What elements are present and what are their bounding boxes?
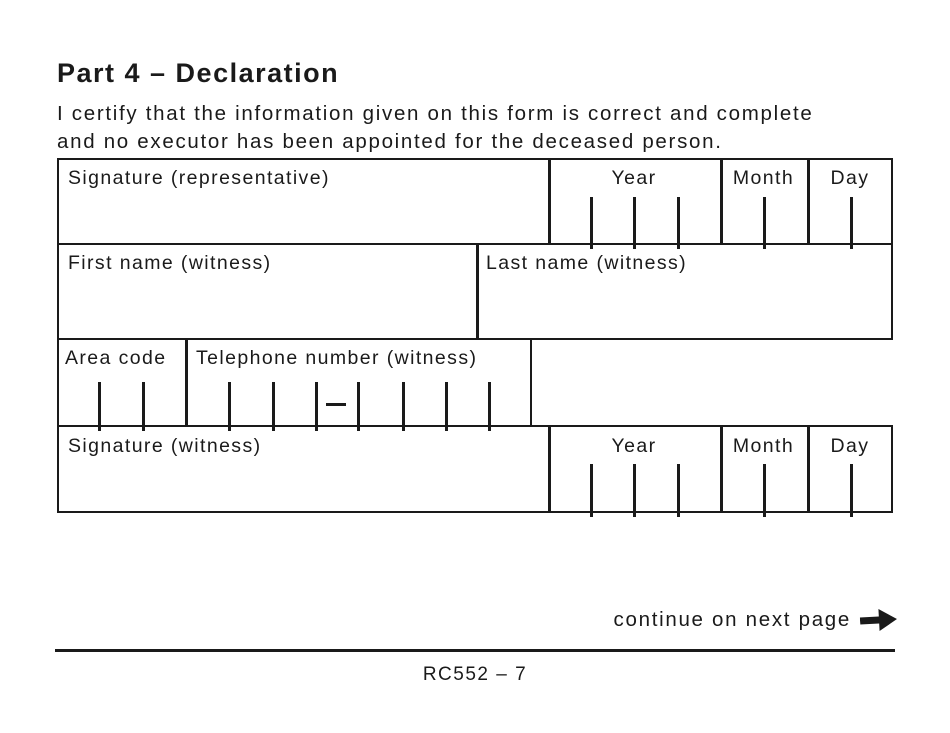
day-label: Day: [830, 435, 870, 457]
digit-tick: [677, 197, 680, 249]
digit-tick: [445, 382, 448, 431]
year-witness-field[interactable]: [551, 464, 717, 510]
divider: [720, 158, 723, 245]
day-label: Day: [830, 167, 870, 189]
month-label: Month: [732, 167, 795, 189]
first-name-label: First name (witness): [68, 252, 272, 274]
divider: [548, 425, 551, 513]
digit-tick: [677, 464, 680, 517]
row-signature-witness: [57, 425, 893, 513]
digit-tick: [357, 382, 360, 431]
divider: [476, 243, 479, 340]
digit-tick: [633, 464, 636, 517]
signature-representative-label: Signature (representative): [68, 167, 330, 189]
divider: [548, 158, 551, 245]
year-representative-field[interactable]: [551, 197, 717, 242]
digit-tick: [488, 382, 491, 431]
digit-tick: [850, 464, 853, 517]
month-witness-field[interactable]: [723, 464, 804, 510]
divider: [185, 338, 188, 427]
first-name-field[interactable]: [61, 276, 472, 336]
digit-tick: [98, 382, 101, 431]
signature-witness-label: Signature (witness): [68, 435, 262, 457]
month-representative-field[interactable]: [723, 197, 804, 242]
declaration-line-2: and no executor has been appointed for t…: [57, 130, 723, 153]
last-name-label: Last name (witness): [486, 252, 688, 274]
area-code-label: Area code: [65, 347, 167, 369]
digit-tick: [633, 197, 636, 249]
area-code-field[interactable]: [61, 381, 182, 424]
year-label: Year: [611, 435, 657, 457]
continue-note: continue on next page: [614, 607, 898, 633]
page-number: RC552 – 7: [422, 664, 528, 685]
phone-dash-separator: [326, 403, 346, 406]
day-representative-field[interactable]: [810, 197, 890, 242]
signature-representative-field[interactable]: [61, 192, 545, 242]
digit-tick: [228, 382, 231, 431]
declaration-text: I certify that the information given on …: [57, 100, 813, 156]
telephone-field[interactable]: [189, 381, 529, 424]
divider: [720, 425, 723, 513]
part4-heading: Part 4 – Declaration: [57, 58, 340, 88]
digit-tick: [590, 464, 593, 517]
telephone-label: Telephone number (witness): [196, 347, 478, 369]
digit-tick: [402, 382, 405, 431]
month-label: Month: [732, 435, 795, 457]
divider: [807, 425, 810, 513]
arrow-right-icon: [859, 609, 897, 631]
digit-tick: [315, 382, 318, 431]
divider: [807, 158, 810, 245]
last-name-field[interactable]: [480, 276, 889, 336]
digit-tick: [142, 382, 145, 431]
footer-rule: [55, 649, 895, 652]
digit-tick: [763, 197, 766, 249]
digit-tick: [763, 464, 766, 517]
year-label: Year: [611, 167, 657, 189]
day-witness-field[interactable]: [810, 464, 890, 510]
digit-tick: [590, 197, 593, 249]
signature-witness-field[interactable]: [61, 460, 545, 510]
digit-tick: [850, 197, 853, 249]
declaration-line-1: I certify that the information given on …: [57, 102, 814, 125]
continue-text: continue on next page: [613, 608, 851, 631]
digit-tick: [272, 382, 275, 431]
